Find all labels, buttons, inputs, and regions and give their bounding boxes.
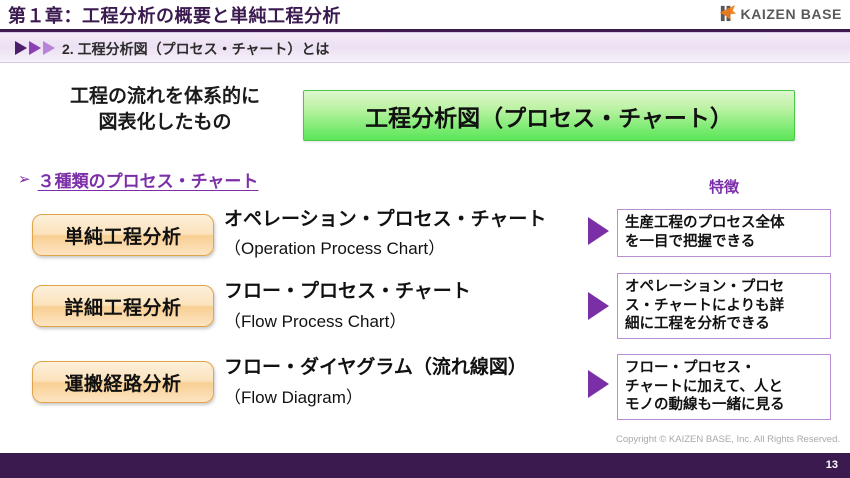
page-number: 13 xyxy=(825,459,838,471)
feature-arrow-icon-3 xyxy=(588,370,609,398)
analysis-type-label: 詳細工程分析 xyxy=(64,297,182,319)
feature-box-3: フロー・プロセス・ チャートに加えて、人と モノの動線も一緒に見る xyxy=(617,354,831,420)
analysis-type-pill-3[interactable]: 運搬経路分析 xyxy=(32,361,214,403)
feature-box-1: 生産工程のプロセス全体 を一目で把握できる xyxy=(617,209,831,257)
process-chart-highlight-box: 工程分析図（プロセス・チャート） xyxy=(303,90,795,141)
feature-box-2: オペレーション・プロセ ス・チャートによりも詳 細に工程を分析できる xyxy=(617,273,831,339)
feature-text-3: フロー・プロセス・ チャートに加えて、人と モノの動線も一緒に見る xyxy=(625,360,785,414)
kaizen-base-logo: KAIZEN BASE xyxy=(718,4,843,23)
definition-line-2: 図表化したもの xyxy=(98,111,232,133)
feature-text-1: 生産工程のプロセス全体 を一目で把握できる xyxy=(625,215,785,250)
logo-text: KAIZEN BASE xyxy=(740,5,842,22)
section-heading-label: ３種類のプロセス・チャート xyxy=(37,172,259,191)
triple-chevron-icon xyxy=(14,40,70,56)
footer-bar: 13 xyxy=(0,453,850,478)
analysis-type-pill-2[interactable]: 詳細工程分析 xyxy=(32,285,214,327)
analysis-type-pill-1[interactable]: 単純工程分析 xyxy=(32,214,214,256)
section-banner: 2. 工程分析図（プロセス・チャート）とは xyxy=(0,32,850,63)
analysis-type-label: 運搬経路分析 xyxy=(64,373,182,395)
chart-name-ja-2: フロー・プロセス・チャート xyxy=(224,281,471,302)
feature-column-heading: 特徴 xyxy=(708,179,739,196)
feature-arrow-icon-2 xyxy=(588,292,609,320)
definition-line-1: 工程の流れを体系的に xyxy=(69,86,260,107)
section-heading: ➢ ３種類のプロセス・チャート xyxy=(18,167,258,192)
process-chart-highlight-label: 工程分析図（プロセス・チャート） xyxy=(365,104,733,131)
chart-name-ja-1: オペレーション・プロセス・チャート xyxy=(224,209,547,230)
copyright-text: Copyright © KAIZEN BASE, Inc. All Rights… xyxy=(615,434,840,445)
chart-name-en-1: （Operation Process Chart） xyxy=(224,239,446,258)
feature-arrow-icon-1 xyxy=(588,217,609,245)
slide-header: 第１章：工程分析の概要と単純工程分析 KAIZEN BASE xyxy=(0,0,850,32)
chart-name-en-2: （Flow Process Chart） xyxy=(224,312,407,331)
arrow-bullet-icon: ➢ xyxy=(18,171,31,188)
section-banner-label: 2. 工程分析図（プロセス・チャート）とは xyxy=(62,41,330,57)
definition-text: 工程の流れを体系的に 図表化したもの xyxy=(34,84,296,135)
kaizen-logo-mark-icon xyxy=(718,4,737,23)
analysis-type-label: 単純工程分析 xyxy=(64,226,182,248)
feature-text-2: オペレーション・プロセ ス・チャートによりも詳 細に工程を分析できる xyxy=(625,279,785,333)
chart-name-en-3: （Flow Diagram） xyxy=(224,388,363,407)
page-title: 第１章：工程分析の概要と単純工程分析 xyxy=(8,6,341,26)
chart-name-ja-3: フロー・ダイヤグラム（流れ線図） xyxy=(224,357,527,378)
